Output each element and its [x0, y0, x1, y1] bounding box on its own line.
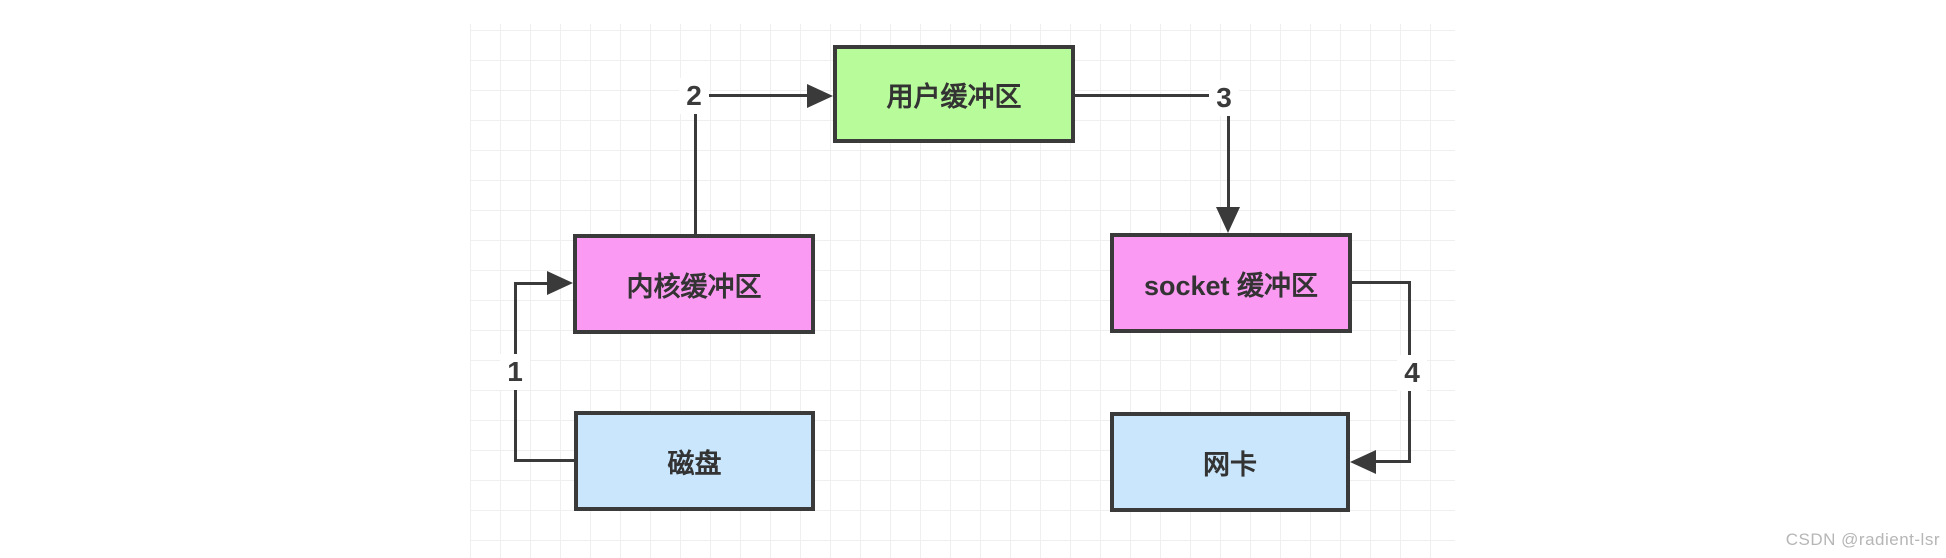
node-nic: 网卡	[1110, 412, 1350, 512]
node-disk: 磁盘	[574, 411, 815, 511]
node-user-buffer-label: 用户缓冲区	[886, 81, 1022, 112]
edge-label-2: 2	[679, 78, 709, 114]
edge-3-vertical-segment	[1227, 94, 1230, 210]
arrowhead-left-icon	[1350, 450, 1376, 474]
arrowhead-down-icon	[1216, 207, 1240, 233]
edge-label-1: 1	[500, 354, 530, 390]
node-nic-label: 网卡	[1203, 449, 1257, 480]
node-kernel-buffer-label: 内核缓冲区	[626, 271, 762, 302]
edge-3-horizontal-segment	[1075, 94, 1229, 97]
edge-1-horizontal-segment-2	[514, 282, 549, 285]
node-kernel-buffer: 内核缓冲区	[573, 234, 815, 334]
edge-4-horizontal-segment	[1352, 281, 1411, 284]
watermark-text: CSDN @radient-lsr	[1785, 530, 1940, 549]
node-disk-label: 磁盘	[667, 448, 722, 479]
edge-label-3: 3	[1209, 80, 1239, 116]
node-socket-buffer-label: socket 缓冲区	[1143, 270, 1319, 301]
arrowhead-right-icon	[807, 84, 833, 108]
edge-label-4: 4	[1397, 355, 1427, 391]
edge-1-horizontal-segment	[514, 459, 575, 462]
node-user-buffer: 用户缓冲区	[833, 45, 1075, 143]
edge-2-horizontal-segment	[694, 94, 808, 97]
node-socket-buffer: socket 缓冲区	[1110, 233, 1352, 333]
arrowhead-right-icon	[547, 271, 573, 295]
edge-4-horizontal-segment-2	[1376, 460, 1411, 463]
edge-2-vertical-segment	[694, 95, 697, 234]
